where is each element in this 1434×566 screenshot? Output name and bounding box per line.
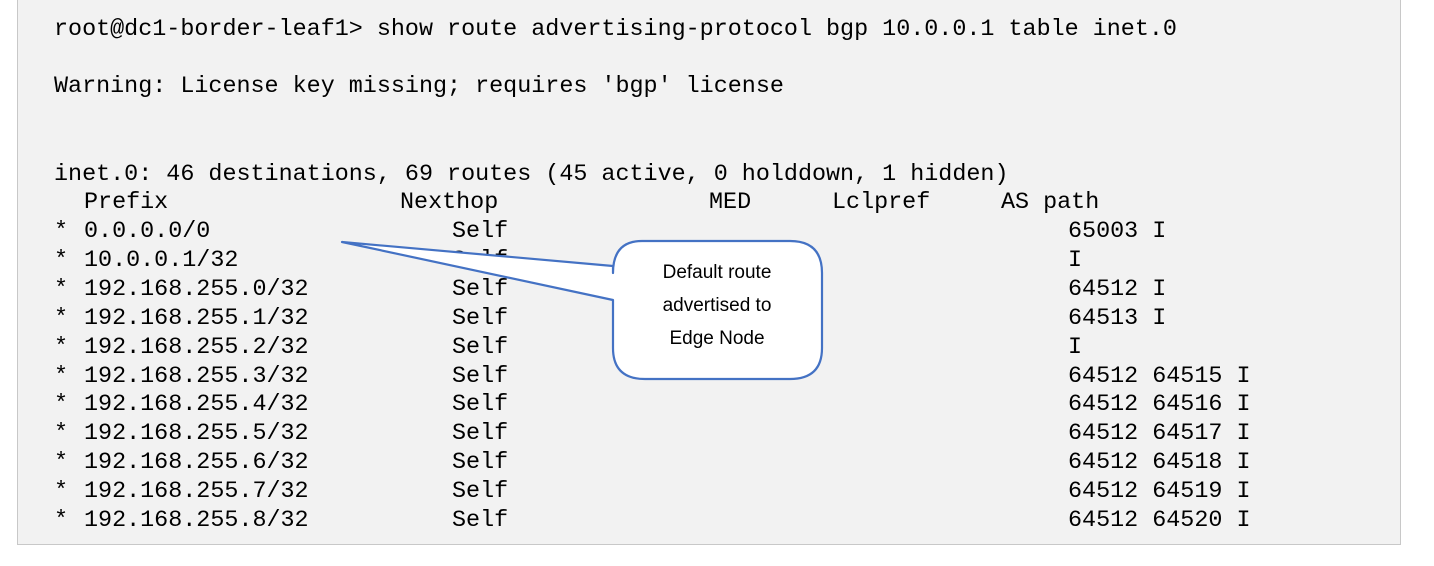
route-nexthop: Self <box>452 247 509 274</box>
route-as-path: 65003 I <box>1068 219 1167 245</box>
route-prefix: 192.168.255.2/32 <box>84 334 309 361</box>
route-nexthop: Self <box>452 421 509 448</box>
table-row: * 192.168.255.6/32 Self 64512 64518 I <box>0 449 1434 477</box>
route-prefix: 192.168.255.7/32 <box>84 479 309 506</box>
route-nexthop: Self <box>452 508 509 534</box>
table-row: * 192.168.255.7/32 Self 64512 64519 I <box>0 478 1434 506</box>
route-table-summary: inet.0: 46 destinations, 69 routes (45 a… <box>54 162 1009 188</box>
route-as-path: 64512 64518 I <box>1068 450 1251 477</box>
command-line: root@dc1-border-leaf1> show route advert… <box>54 17 1177 43</box>
route-as-path: 64512 64517 I <box>1068 421 1251 448</box>
route-active-marker: * <box>54 450 69 477</box>
route-as-path: 64512 64515 I <box>1068 363 1251 390</box>
route-prefix: 192.168.255.5/32 <box>84 421 309 448</box>
callout-label: Default route advertised to Edge Node <box>614 256 820 355</box>
route-prefix: 192.168.255.8/32 <box>84 508 309 534</box>
header-as-path: AS path <box>1001 190 1100 216</box>
route-active-marker: * <box>54 392 69 419</box>
header-prefix: Prefix <box>84 190 169 216</box>
route-as-path: 64512 64520 I <box>1068 508 1251 534</box>
route-prefix: 10.0.0.1/32 <box>84 247 239 274</box>
route-active-marker: * <box>54 276 69 303</box>
route-as-path: 64512 64519 I <box>1068 479 1251 506</box>
route-nexthop: Self <box>452 334 509 361</box>
route-prefix: 0.0.0.0/0 <box>84 219 211 245</box>
table-row: * 192.168.255.5/32 Self 64512 64517 I <box>0 420 1434 448</box>
route-prefix: 192.168.255.4/32 <box>84 392 309 419</box>
table-row: * 192.168.255.8/32 Self 64512 64520 I <box>0 507 1434 535</box>
license-warning: Warning: License key missing; requires '… <box>54 74 784 100</box>
route-as-path: 64512 I <box>1068 276 1167 303</box>
route-nexthop: Self <box>452 479 509 506</box>
route-active-marker: * <box>54 247 69 274</box>
route-nexthop: Self <box>452 392 509 419</box>
header-med: MED <box>709 190 752 216</box>
callout-line-2: advertised to <box>662 295 772 316</box>
route-nexthop: Self <box>452 450 509 477</box>
table-row: * 192.168.255.3/32 Self 64512 64515 I <box>0 363 1434 391</box>
route-nexthop: Self <box>452 276 509 303</box>
route-nexthop: Self <box>452 219 509 245</box>
route-as-path: I <box>1068 247 1083 274</box>
route-nexthop: Self <box>452 363 509 390</box>
route-as-path: 64513 I <box>1068 305 1167 332</box>
callout-line-1: Default route <box>662 262 772 283</box>
route-active-marker: * <box>54 334 69 361</box>
route-active-marker: * <box>54 305 69 332</box>
route-active-marker: * <box>54 219 69 245</box>
route-prefix: 192.168.255.1/32 <box>84 305 309 332</box>
table-row: * 0.0.0.0/0 Self 65003 I <box>0 218 1434 246</box>
header-nexthop: Nexthop <box>400 190 499 216</box>
route-prefix: 192.168.255.0/32 <box>84 276 309 303</box>
route-active-marker: * <box>54 363 69 390</box>
route-as-path: I <box>1068 334 1083 361</box>
route-as-path: 64512 64516 I <box>1068 392 1251 419</box>
callout-line-3: Edge Node <box>669 328 765 349</box>
route-active-marker: * <box>54 479 69 506</box>
header-lclpref: Lclpref <box>832 190 931 216</box>
route-prefix: 192.168.255.6/32 <box>84 450 309 477</box>
route-active-marker: * <box>54 508 69 534</box>
route-prefix: 192.168.255.3/32 <box>84 363 309 390</box>
route-active-marker: * <box>54 421 69 448</box>
route-nexthop: Self <box>452 305 509 332</box>
table-row: * 192.168.255.4/32 Self 64512 64516 I <box>0 391 1434 419</box>
